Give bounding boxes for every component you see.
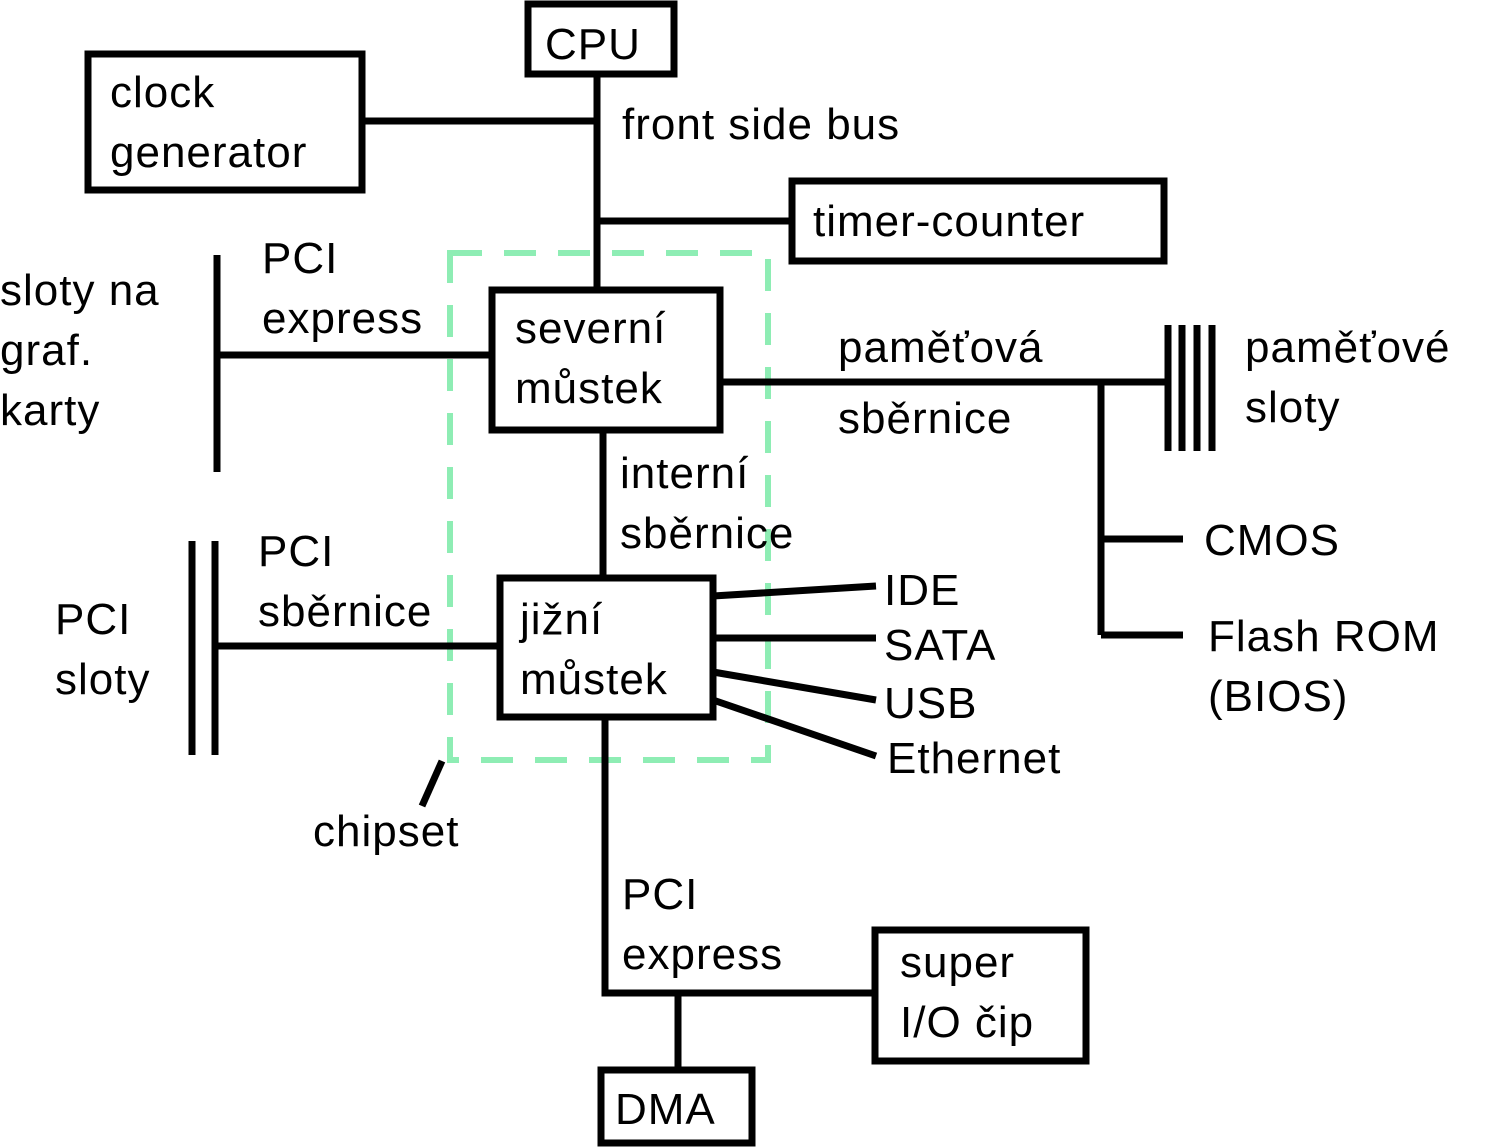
cmos-label: CMOS [1204,516,1340,565]
internal-bus-label-1: interní [620,449,749,498]
memory-slots-label-2: sloty [1245,383,1340,432]
dma-label: DMA [615,1085,716,1134]
graphics-slots-label-1: sloty na [0,266,160,315]
north-bridge-label-2: můstek [515,364,663,413]
sata-label: SATA [884,621,996,670]
memory-bus-label-2: sběrnice [838,394,1012,443]
flash-rom-label-2: (BIOS) [1208,672,1348,721]
chipset-region [447,250,771,763]
north-bridge-label-1: severní [515,304,666,353]
flash-rom-label-1: Flash ROM [1208,612,1439,661]
internal-bus-label-2: sběrnice [620,509,794,558]
super-io-label-1: super [900,938,1015,987]
memory-slots-icon [1164,325,1216,451]
clock-generator-label-2: generator [110,128,307,177]
pci-slots-label-2: sloty [55,655,150,704]
graphics-slots-label-3: karty [0,386,100,435]
cpu-box: CPU [524,0,678,78]
chipset-label: chipset [313,807,459,856]
cpu-label: CPU [545,20,641,69]
super-io-box: super I/O čip [871,926,1090,1065]
memory-slots-label-1: paměťové [1245,323,1451,372]
pci-bus-label-1: PCI [258,527,334,576]
pcie-top-label-1: PCI [262,234,338,283]
clock-generator-box: clock generator [84,50,366,194]
usb-label: USB [884,679,977,728]
ide-label: IDE [884,566,960,615]
south-bridge-label-1: jižní [518,595,603,644]
dma-box: DMA [597,1066,756,1147]
chipset-pointer [418,759,446,808]
timer-counter-box: timer-counter [788,177,1168,265]
pcie-top-label-2: express [262,294,423,343]
memory-bus-label-1: paměťová [838,323,1044,372]
pcie-bottom-label-1: PCI [622,870,698,919]
north-bridge-box: severní můstek [488,286,724,434]
graphics-slots-label-2: graf. [0,326,93,375]
clock-generator-label-1: clock [110,68,215,117]
timer-counter-label: timer-counter [813,197,1085,246]
ethernet-label: Ethernet [887,734,1061,783]
south-bridge-label-2: můstek [520,655,668,704]
pcie-bottom-label-2: express [622,930,783,979]
front-side-bus-label: front side bus [622,100,900,149]
bus-lines [188,74,1183,1070]
pci-slots-label-1: PCI [55,595,131,644]
south-bridge-box: jižní můstek [496,574,717,721]
pci-bus-label-2: sběrnice [258,587,432,636]
super-io-label-2: I/O čip [900,998,1034,1047]
